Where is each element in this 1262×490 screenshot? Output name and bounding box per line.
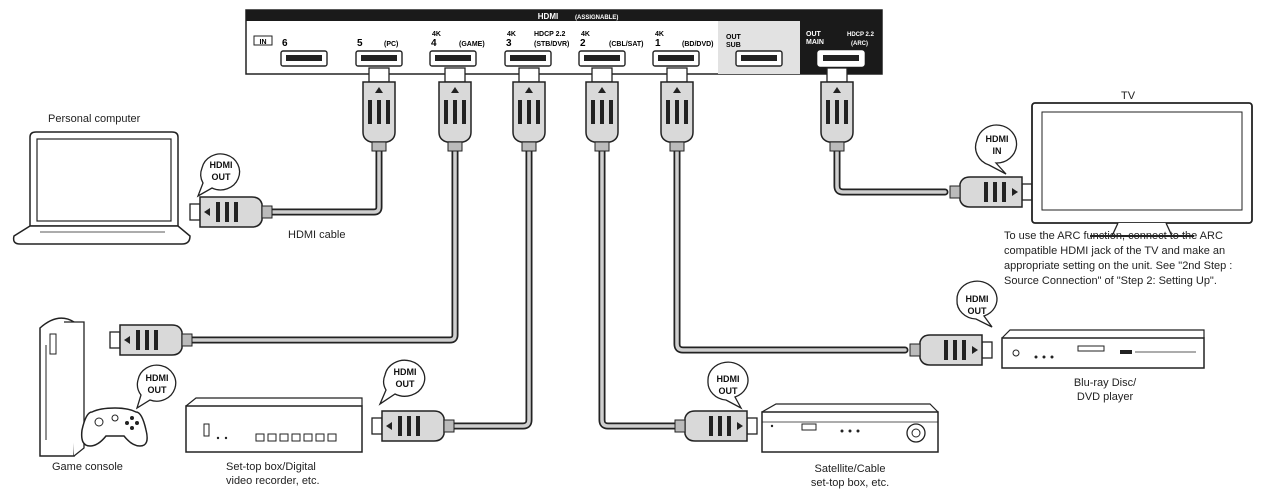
game-console-icon [39, 317, 85, 457]
port-3-name: (STB/DVR) [534, 41, 569, 48]
game-controller-icon [80, 407, 148, 447]
label-tv: TV [1121, 90, 1136, 102]
hdmi-plug-port-3 [512, 67, 546, 152]
laptop-icon [12, 131, 191, 245]
bubble-stb-hdmi-out: HDMI OUT [378, 359, 426, 406]
hdmi-plug-port-5 [362, 67, 396, 152]
bubble-game-out: OUT [148, 385, 168, 395]
hdmi-plug-port-1 [660, 67, 694, 152]
hdmi-plug-tv [949, 176, 1033, 208]
port-2-badge: 4K [581, 31, 590, 38]
bubble-pc-hdmi: HDMI [210, 160, 233, 170]
out-main-hdcp: HDCP 2.2 [847, 32, 875, 38]
port-1-name: (BD/DVD) [682, 41, 714, 48]
hdmi-header-label: HDMI [538, 12, 558, 21]
hdmi-plug-out-main [820, 67, 854, 152]
label-personal-computer: Personal computer [48, 113, 141, 125]
hdmi-plug-set-top-box [371, 410, 455, 442]
out-sub-line1: OUT [726, 34, 742, 41]
port-2-name: (CBL/SAT) [609, 41, 643, 48]
out-sub-line2: SUB [726, 42, 741, 49]
bubble-sat-out: OUT [719, 386, 739, 396]
bubble-bluray-hdmi-out: HDMI OUT [956, 280, 998, 328]
label-bluray-line-2: DVD player [1077, 391, 1134, 403]
tv-note: To use the ARC function, connect to the … [1004, 230, 1232, 287]
tv-note-line-3: appropriate setting on the unit. See "2n… [1004, 260, 1232, 272]
bubble-tv-hdmi-in: HDMI IN [974, 124, 1018, 175]
receiver-plugs [362, 67, 854, 152]
hdmi-jack-4[interactable] [429, 50, 477, 67]
port-2-number: 2 [580, 38, 586, 49]
hdmi-plug-satellite [674, 410, 758, 442]
bubble-pc-hdmi-out: HDMI OUT [196, 153, 241, 198]
label-hdmi-cable: HDMI cable [288, 229, 345, 241]
out-main-line1: OUT [806, 31, 822, 38]
tv-icon [1031, 102, 1253, 237]
port-1-number: 1 [655, 38, 661, 49]
port-6-number: 6 [282, 38, 288, 49]
bluray-player-icon [1001, 329, 1205, 369]
out-main-arc: (ARC) [851, 41, 868, 47]
hdmi-jack-6[interactable] [280, 50, 328, 67]
hdmi-plug-port-4 [438, 67, 472, 152]
out-main-line2: MAIN [806, 39, 824, 46]
receiver-rear-panel: HDMI (ASSIGNABLE) IN 6 5 (PC) 4K 4 (GAME… [245, 9, 883, 75]
label-set-top-box-line-2: video recorder, etc. [226, 475, 320, 487]
bubble-stb-hdmi: HDMI [394, 367, 417, 377]
in-tag: IN [260, 39, 267, 46]
bubble-tv-in: IN [993, 146, 1002, 156]
bubble-bluray-out: OUT [968, 306, 988, 316]
hdmi-plug-bluray [909, 334, 993, 366]
label-satellite-line-1: Satellite/Cable [815, 463, 886, 475]
bubble-tv-hdmi: HDMI [986, 134, 1009, 144]
bubble-game-hdmi: HDMI [146, 373, 169, 383]
satellite-box-icon [761, 403, 939, 453]
bubble-sat-hdmi: HDMI [717, 374, 740, 384]
hdmi-jack-2[interactable] [578, 50, 626, 67]
port-1-badge: 4K [655, 31, 664, 38]
label-game-console: Game console [52, 461, 123, 473]
label-bluray-line-1: Blu-ray Disc/ [1074, 377, 1137, 389]
tv-note-line-1: To use the ARC function, connect to the … [1004, 230, 1223, 242]
port-5-number: 5 [357, 38, 363, 49]
label-set-top-box-line-1: Set-top box/Digital [226, 461, 316, 473]
port-4-number: 4 [431, 38, 437, 49]
hdmi-jack-out-sub[interactable] [735, 50, 783, 67]
hdmi-plug-game-console [109, 324, 193, 356]
port-4-badge: 4K [432, 31, 441, 38]
port-3-hdcp: HDCP 2.2 [534, 31, 565, 38]
hdmi-jack-1[interactable] [652, 50, 700, 67]
set-top-box-icon [185, 397, 363, 453]
bubble-game-hdmi-out: HDMI OUT [135, 364, 177, 410]
cables [176, 146, 949, 430]
port-3-badge: 4K [507, 31, 516, 38]
bubble-stb-out: OUT [396, 379, 416, 389]
label-satellite-line-2: set-top box, etc. [811, 477, 889, 489]
hdmi-plug-port-2 [585, 67, 619, 152]
hdmi-jack-out-main[interactable] [817, 50, 865, 67]
tv-note-line-2: compatible HDMI jack of the TV and make … [1004, 245, 1225, 257]
hdmi-jack-3[interactable] [504, 50, 552, 67]
hdmi-header-sub: (ASSIGNABLE) [575, 15, 618, 21]
hdmi-jack-5[interactable] [355, 50, 403, 67]
port-3-number: 3 [506, 38, 512, 49]
tv-note-line-4: Source Connection" of "Step 2: Setting U… [1004, 275, 1217, 287]
hdmi-plug-pc [189, 196, 273, 228]
port-5-name: (PC) [384, 41, 398, 48]
bubble-bluray-hdmi: HDMI [966, 294, 989, 304]
port-4-name: (GAME) [459, 41, 485, 48]
bubble-pc-out: OUT [212, 172, 232, 182]
bubble-sat-hdmi-out: HDMI OUT [707, 361, 749, 410]
